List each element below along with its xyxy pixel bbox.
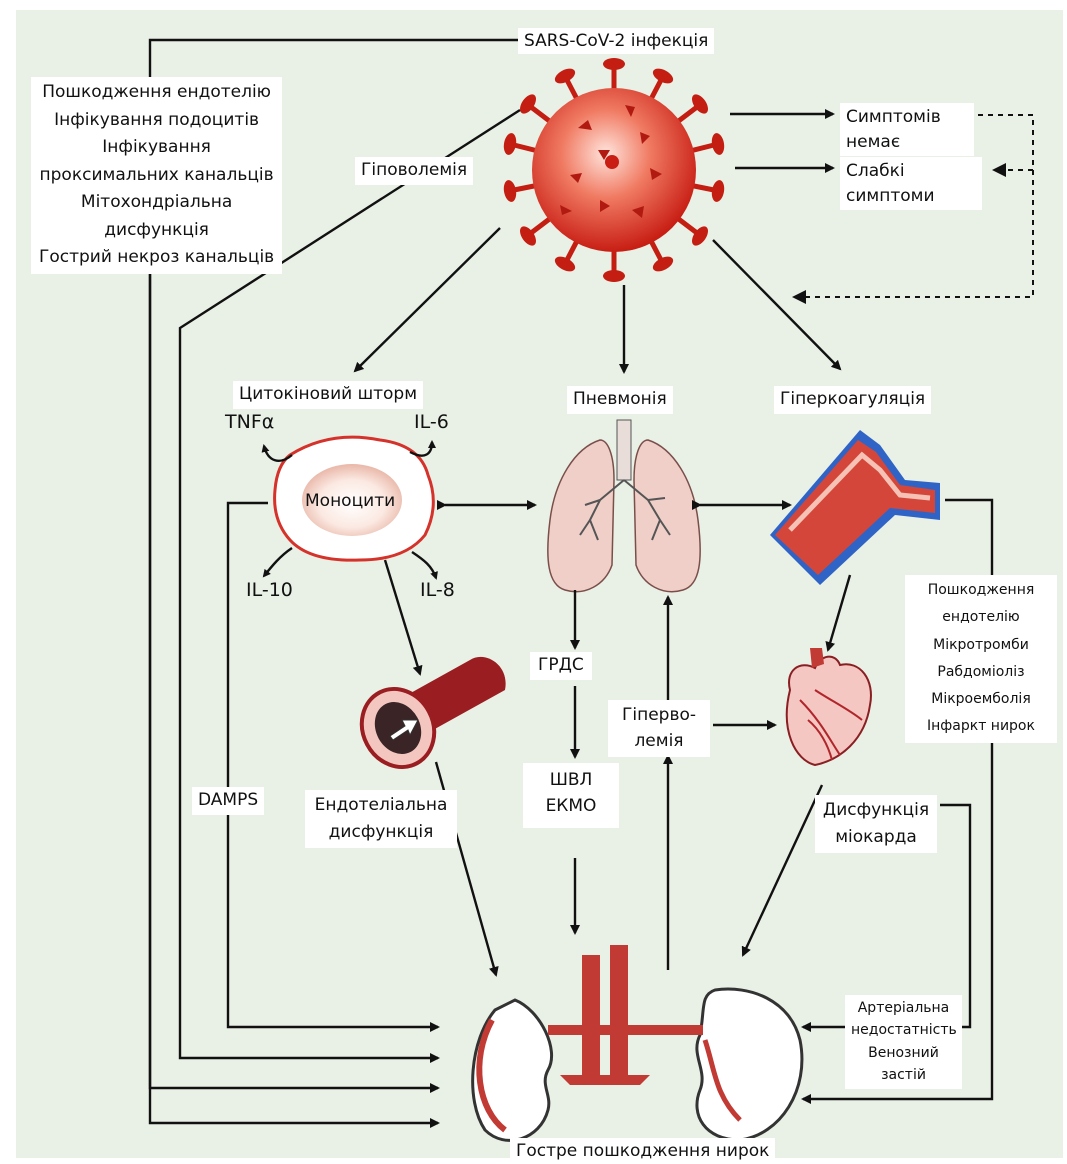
infection-label: SARS-CoV-2 інфекція	[518, 28, 714, 54]
renal-effect-line: Інфікування подоцитів	[39, 107, 274, 135]
mild-symptoms-line: симптоми	[846, 184, 976, 209]
pneumonia-label: Пневмонія	[567, 386, 673, 414]
thrombo-effect-line: Мікротромби	[911, 632, 1051, 659]
mild-symptoms-label: Слабкі симптоми	[840, 157, 982, 210]
myocardial-dysfunction-label: Дисфункція міокарда	[815, 795, 937, 853]
no-symptoms-line: немає	[846, 130, 968, 155]
mild-symptoms-line: Слабкі	[846, 159, 976, 184]
myocardial-dysfunction-line: міокарда	[821, 824, 931, 851]
ventilation-line: ЕКМО	[531, 793, 611, 819]
kidneys-icon	[473, 945, 802, 1140]
renal-effect-line: Мітохондріальна	[39, 189, 274, 217]
hypovolemia-label: Гіповолемія	[355, 157, 473, 185]
hypervolemia-line: Гіперво-	[614, 702, 704, 728]
renal-effect-line: проксимальних канальців	[39, 162, 274, 190]
thrombo-effect-line: Пошкодження	[911, 577, 1051, 604]
endothelial-dysfunction-label: Ендотеліальна дисфункція	[305, 790, 457, 848]
thrombo-effect-line: Мікроемболія	[911, 686, 1051, 713]
endothelial-dysfunction-line: дисфункція	[311, 819, 451, 846]
aki-label: Гостре пошкодження нирок	[510, 1138, 775, 1164]
cytokine-storm-label: Цитокіновий шторм	[233, 381, 423, 409]
arterial-line: застій	[851, 1064, 956, 1086]
arterial-venous-label: Артеріальна недостатність Венозний засті…	[845, 995, 962, 1089]
arterial-line: Венозний	[851, 1042, 956, 1064]
renal-effect-line: дисфункція	[39, 217, 274, 245]
hypercoagulation-label: Гіперкоагуляція	[774, 386, 931, 414]
blood-vessel-icon	[770, 430, 940, 585]
thrombo-effect-line: Інфаркт нирок	[911, 713, 1051, 740]
endothelial-vessel-icon	[348, 657, 505, 780]
ventilation-ecmo-label: ШВЛ ЕКМО	[523, 763, 619, 828]
tnf-alpha-label: TNFα	[225, 410, 274, 435]
no-symptoms-line: Симптомів	[846, 105, 968, 130]
lungs-icon	[548, 420, 700, 592]
il10-label: IL-10	[246, 578, 293, 603]
hypervolemia-label: Гіперво- лемія	[608, 700, 710, 757]
renal-direct-effects-list: Пошкодження ендотелію Інфікування подоци…	[31, 77, 282, 274]
renal-effect-line: Гострий некроз канальців	[39, 244, 274, 272]
no-symptoms-label: Симптомів немає	[840, 103, 974, 156]
ards-label: ГРДС	[530, 652, 592, 680]
arterial-line: Артеріальна	[851, 997, 956, 1019]
thrombo-effects-list: Пошкодження ендотелію Мікротромби Рабдом…	[905, 575, 1057, 743]
il8-label: IL-8	[420, 578, 455, 603]
virus-icon	[502, 58, 726, 282]
arterial-line: недостатність	[851, 1019, 956, 1041]
heart-icon	[787, 648, 871, 765]
myocardial-dysfunction-line: Дисфункція	[821, 797, 931, 824]
damps-label: DAMPS	[192, 787, 264, 815]
il6-label: IL-6	[414, 410, 449, 435]
hypervolemia-line: лемія	[614, 728, 704, 754]
ventilation-line: ШВЛ	[531, 767, 611, 793]
renal-effect-line: Пошкодження ендотелію	[39, 79, 274, 107]
renal-effect-line: Інфікування	[39, 134, 274, 162]
thrombo-effect-line: ендотелію	[911, 604, 1051, 631]
endothelial-dysfunction-line: Ендотеліальна	[311, 792, 451, 819]
thrombo-effect-line: Рабдоміоліз	[911, 659, 1051, 686]
monocytes-label: Моноцити	[305, 490, 395, 514]
